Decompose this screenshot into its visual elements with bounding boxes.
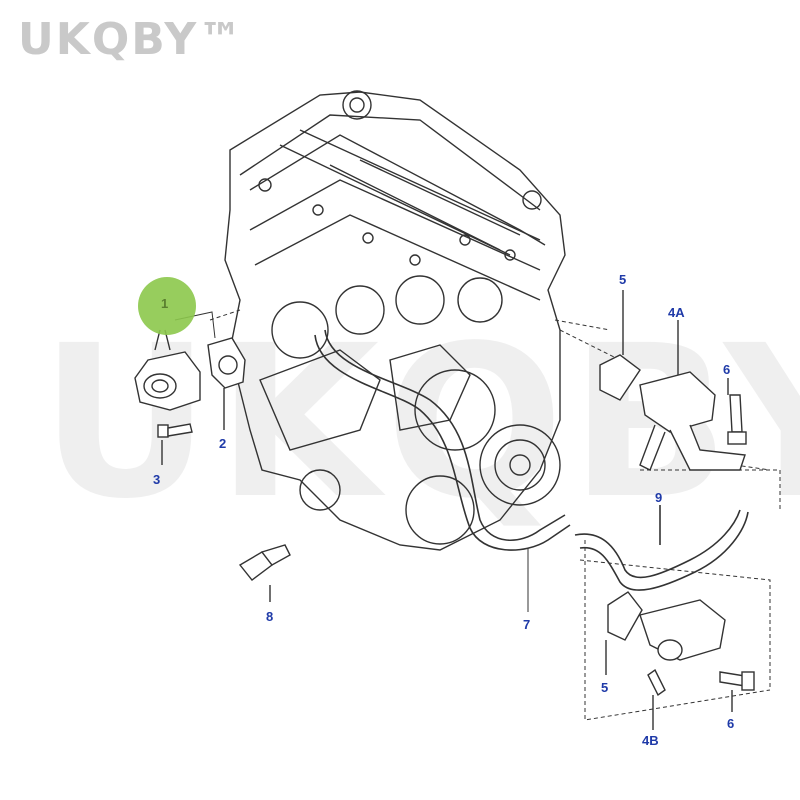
- callout-5-lower: 5: [601, 680, 609, 695]
- callout-7: 7: [523, 617, 531, 632]
- callout-1: 1: [161, 296, 169, 311]
- part-8-sensor-illustration: [238, 544, 291, 602]
- callout-2: 2: [219, 436, 227, 451]
- watermark-logo-top: UKQBY™: [18, 14, 245, 65]
- part-5-lower-bracket-illustration: [605, 591, 643, 675]
- part-6-lower-bolt-illustration: [719, 671, 755, 712]
- callout-3: 3: [153, 472, 161, 487]
- leader-lines: [209, 309, 781, 721]
- callout-6-upper: 6: [723, 362, 731, 377]
- highlight-circle: [138, 277, 196, 335]
- part-4a-outlet-illustration: [639, 320, 746, 471]
- part-1-housing-illustration: [134, 329, 201, 411]
- part-4b-outlet-illustration: [639, 599, 726, 730]
- callout-5-upper: 5: [619, 272, 627, 287]
- coolant-pipe-illustration: [314, 329, 571, 551]
- part-5-upper-bracket-illustration: [599, 290, 641, 401]
- callout-4a: 4A: [668, 305, 685, 320]
- callout-6-lower: 6: [727, 716, 735, 731]
- part-3-bolt-illustration: [157, 423, 193, 465]
- callout-4b: 4B: [642, 733, 659, 748]
- callout-8: 8: [266, 609, 274, 624]
- engine-block-illustration: [224, 90, 566, 551]
- part-2-gasket-illustration: [207, 337, 246, 430]
- part-6-upper-bolt-illustration: [727, 378, 747, 445]
- part-9-hose-illustration: [574, 505, 749, 591]
- callout-9: 9: [655, 490, 663, 505]
